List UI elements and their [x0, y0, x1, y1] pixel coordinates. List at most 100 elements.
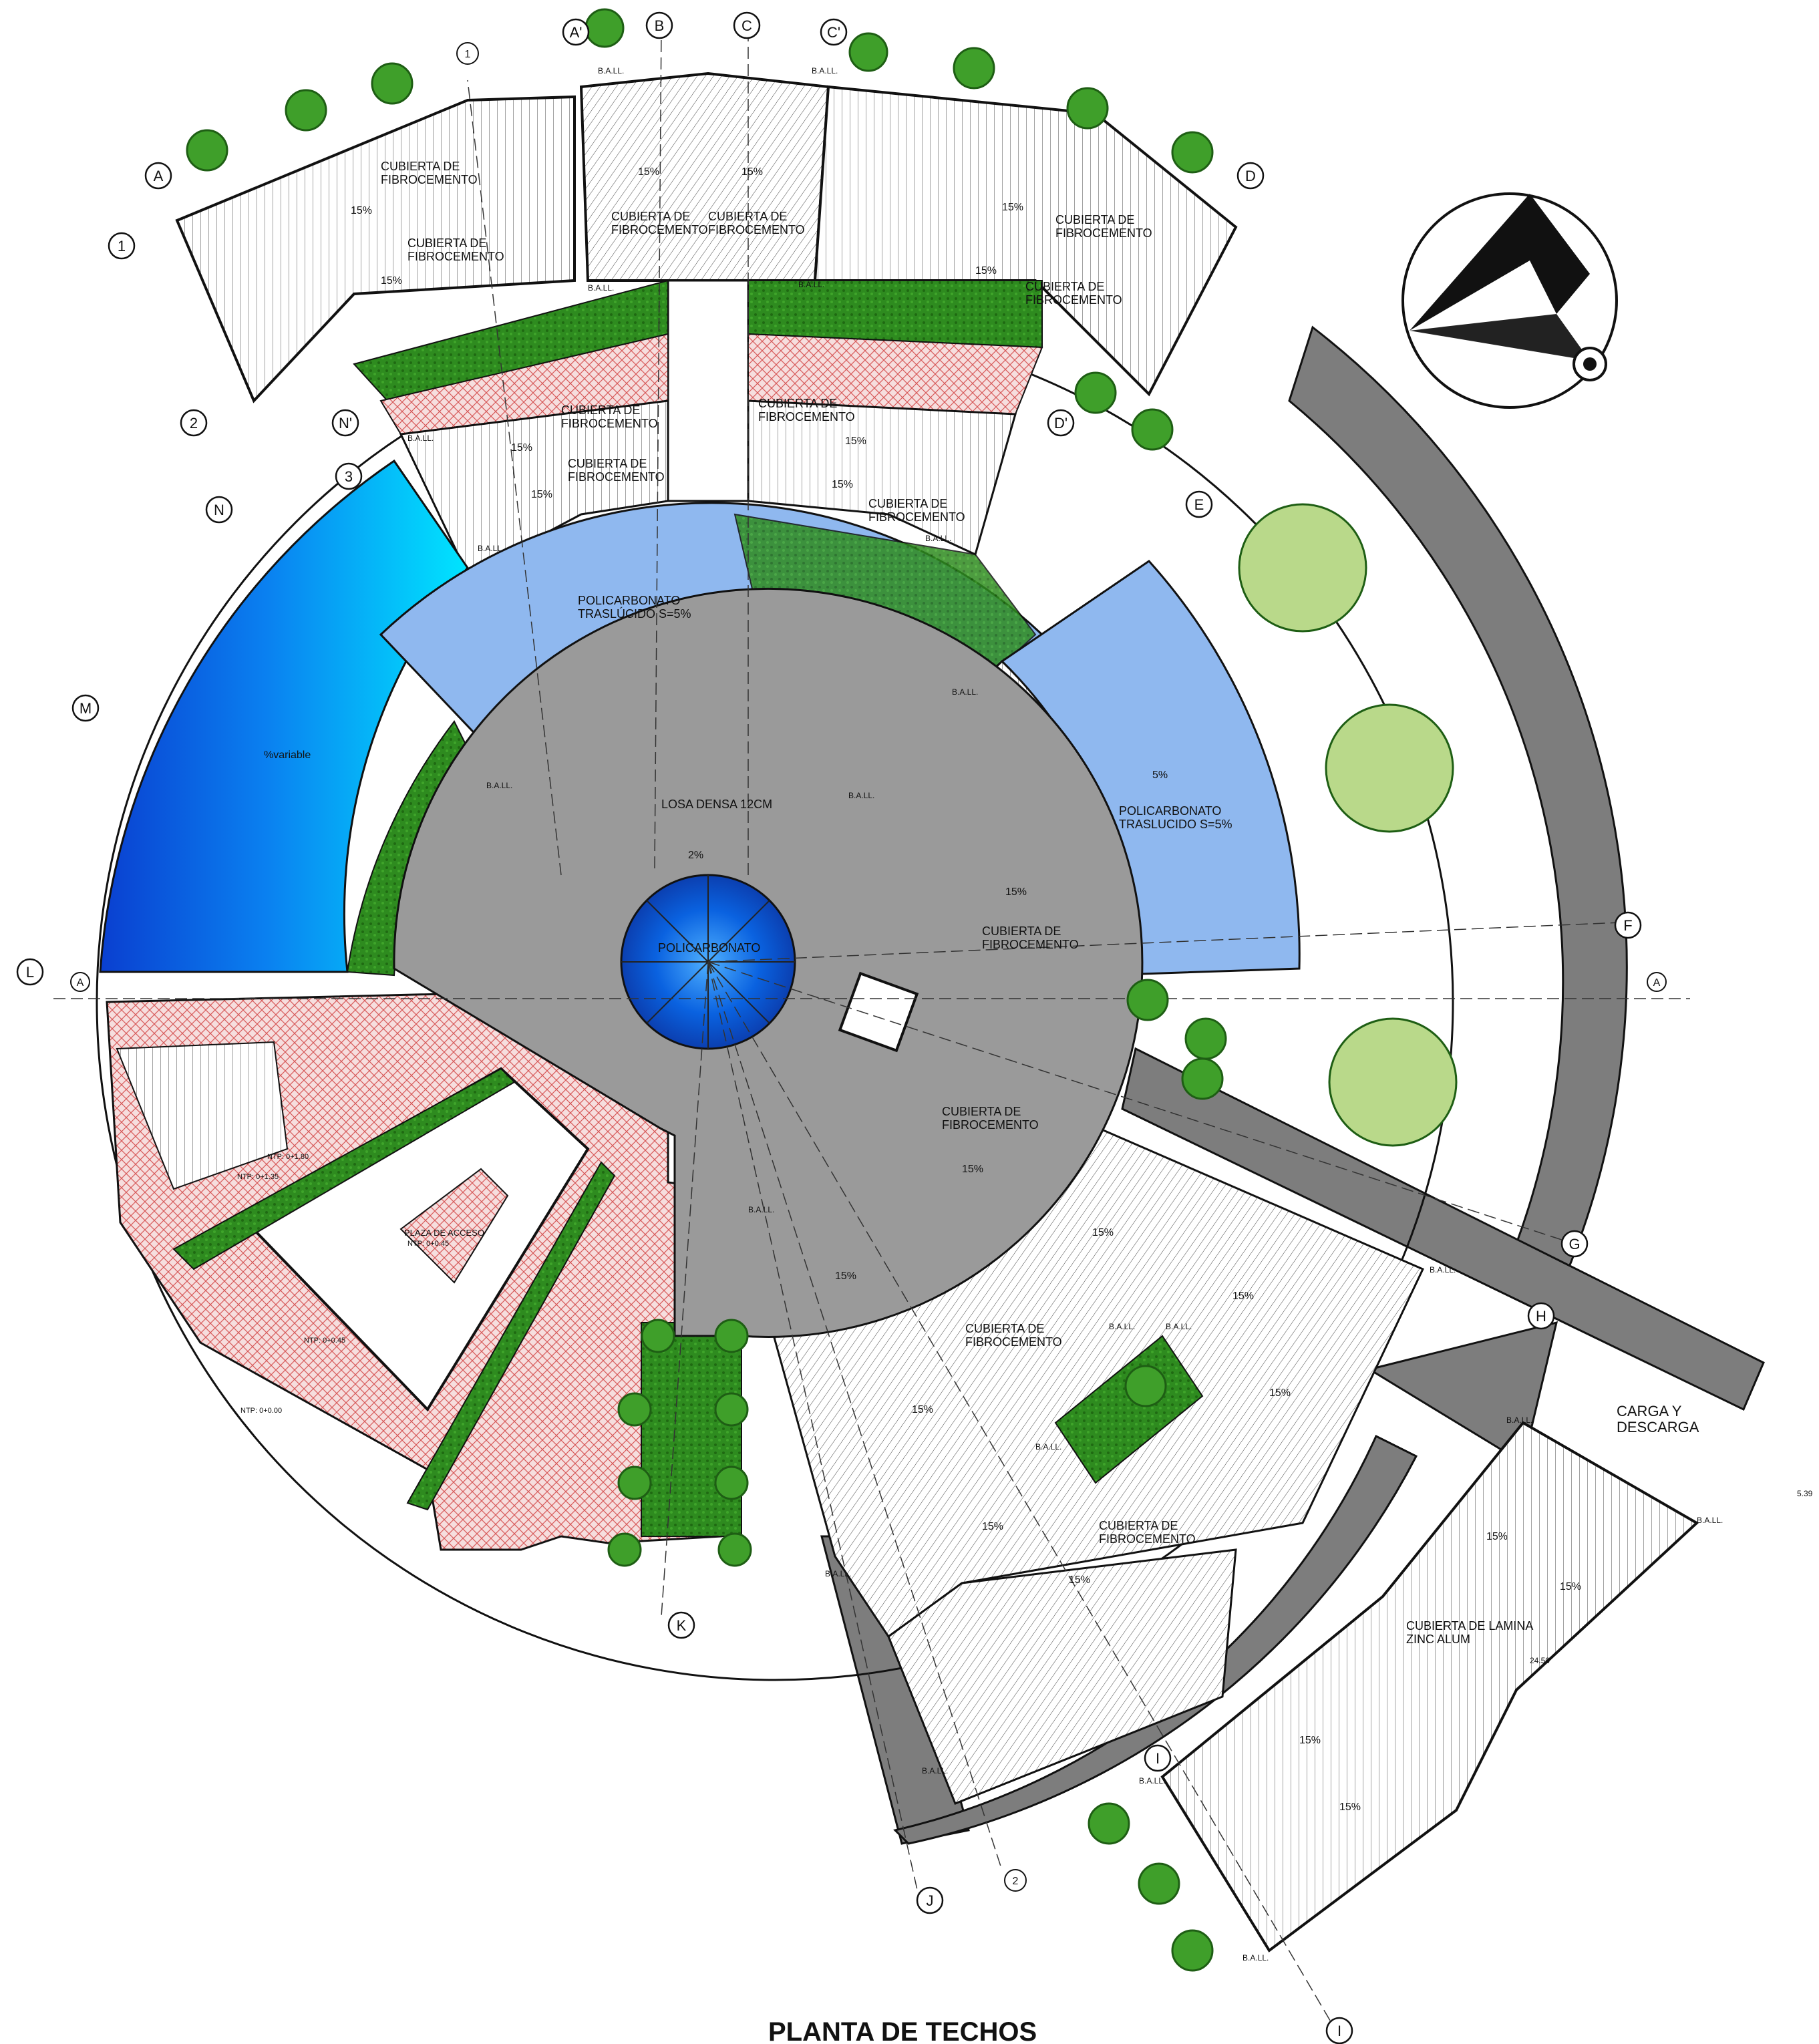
- grid-bubble-label: L: [26, 964, 34, 981]
- slope-15-8: 15%: [531, 489, 552, 500]
- slope-15-5: 15%: [1002, 202, 1023, 213]
- slope-15-15: 15%: [1269, 1387, 1291, 1399]
- ball-13: B.A.LL.: [1109, 1322, 1135, 1331]
- tree-icon: [953, 47, 995, 90]
- slope-15-18: 15%: [982, 1521, 1003, 1532]
- grid-bubble: [820, 18, 848, 46]
- label-variable: %variable: [264, 749, 311, 761]
- grid-bubble: [645, 11, 673, 39]
- tree-icon: [1131, 408, 1174, 451]
- grid-bubble: [1144, 1744, 1172, 1772]
- label-dome: POLICARBONATO: [658, 941, 760, 955]
- grid-bubble-label: D: [1245, 168, 1256, 184]
- tree-icon: [1066, 87, 1109, 130]
- ntp-plaza-1: NTP: 0+0.45: [304, 1337, 345, 1345]
- grid-bubble: [144, 162, 172, 190]
- grid-bubble-label: N: [214, 502, 224, 518]
- svg-text:1: 1: [465, 49, 471, 60]
- slope-15-11: 15%: [1005, 886, 1027, 898]
- planter-sw-diag2: [406, 1161, 616, 1511]
- grid-bubble-label: K: [677, 1617, 687, 1634]
- slope-15-1: 15%: [351, 205, 372, 216]
- tree-icon: [641, 1319, 675, 1353]
- slope-15-16: 15%: [835, 1270, 856, 1282]
- perimeter-wall: [820, 325, 1765, 1845]
- grid-bubble-label: M: [79, 700, 92, 717]
- tree-icon: [714, 1319, 749, 1353]
- slope-15-9: 15%: [845, 436, 866, 447]
- grid-bubble: [16, 958, 44, 986]
- svg-text:A: A: [1653, 977, 1661, 989]
- tree-icon: [1074, 371, 1117, 414]
- ball-3: B.A.LL.: [588, 283, 614, 293]
- label-slope-center: 2%: [688, 850, 703, 861]
- slope-15-20: 15%: [1486, 1531, 1508, 1542]
- polycarb-cyan-west: [99, 459, 469, 973]
- slope-15-19: 15%: [1069, 1574, 1090, 1586]
- tree-icon: [714, 1392, 749, 1427]
- grid-bubble: [1614, 911, 1642, 939]
- grid-bubble: [916, 1886, 944, 1914]
- tree-icon: [1181, 1057, 1224, 1100]
- svg-text:A: A: [77, 977, 84, 989]
- grid-bubble: [108, 232, 136, 260]
- grid-bubble-label: E: [1194, 496, 1204, 513]
- grid-bubble-label: C': [827, 24, 840, 41]
- ball-10: B.A.LL.: [848, 791, 874, 800]
- grid-bubble-label: I: [1156, 1750, 1160, 1767]
- ball-8: B.A.LL.: [952, 687, 978, 697]
- grid-bubble: [180, 409, 208, 437]
- tree-icon: [1088, 1802, 1130, 1845]
- ntp-stairs-2: NTP: 0+1.80: [267, 1153, 309, 1161]
- slope-15-10: 15%: [832, 479, 853, 490]
- tree-icon: [1328, 1017, 1458, 1147]
- dim-5-39: 5.39: [1797, 1489, 1813, 1498]
- ball-19: B.A.LL.: [922, 1766, 948, 1775]
- tree-icon: [607, 1532, 642, 1567]
- slope-15-22: 15%: [1299, 1735, 1321, 1746]
- grid-bubble-label: A': [570, 24, 583, 41]
- tree-icon: [285, 89, 327, 132]
- ball-7: B.A.LL.: [925, 534, 951, 543]
- tree-icon: [1184, 1017, 1227, 1060]
- slope-15-17: 15%: [912, 1404, 933, 1415]
- tree-icon: [717, 1532, 752, 1567]
- ball-9: B.A.LL.: [486, 781, 512, 790]
- section-mark: A: [1647, 972, 1667, 992]
- axis-lines: [53, 26, 1690, 2031]
- svg-text:2: 2: [1013, 1876, 1019, 1887]
- grid-bubble: [1560, 1230, 1589, 1258]
- ball-12: B.A.LL.: [1430, 1265, 1456, 1274]
- section-mark: A: [70, 972, 90, 992]
- ntp-plaza-2: NTP: 0+0.00: [240, 1407, 282, 1415]
- ball-16: B.A.LL.: [1506, 1415, 1532, 1425]
- grid-bubble: [71, 694, 100, 722]
- slope-15-3: 15%: [638, 166, 659, 178]
- grid-bubble-label: H: [1536, 1308, 1546, 1325]
- grid-bubble: [667, 1611, 695, 1639]
- dim-24-50: 24.50: [1530, 1656, 1550, 1665]
- tree-icon: [1171, 1929, 1214, 1972]
- slope-15-23: 15%: [1339, 1802, 1361, 1813]
- slope-15-21: 15%: [1560, 1581, 1581, 1592]
- ball-6: B.A.LL.: [478, 544, 504, 553]
- slope-15-7: 15%: [511, 442, 532, 454]
- stairs-west: [116, 1041, 289, 1190]
- tree-icon: [371, 62, 414, 105]
- tree-icon: [585, 8, 625, 48]
- grid-bubble-label: G: [1568, 1236, 1580, 1252]
- page-title: PLANTA DE TECHOS: [768, 2017, 1037, 2044]
- ntp-plaza-3: NTP: 0+0.45: [407, 1240, 449, 1248]
- slope-15-13: 15%: [1092, 1227, 1114, 1238]
